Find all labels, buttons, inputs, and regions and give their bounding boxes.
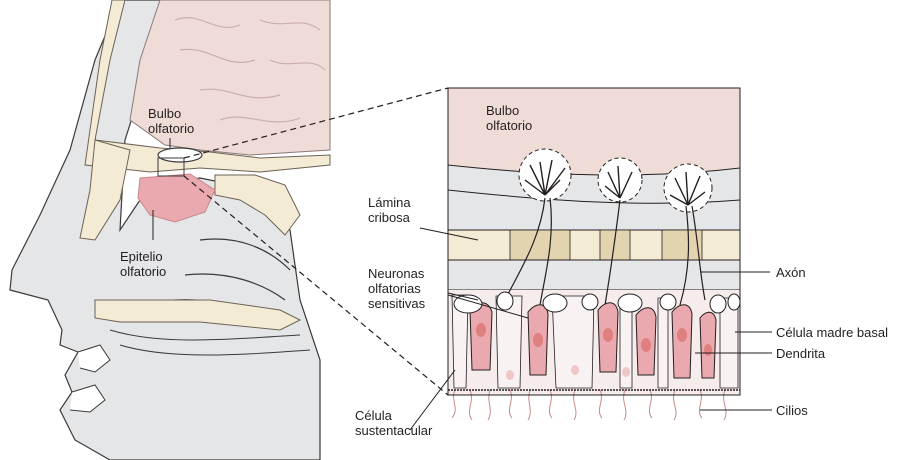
- label-axon: Axón: [776, 265, 806, 280]
- label-celula-madre-basal: Célula madre basal: [776, 325, 888, 340]
- label-bulbo-olfatorio-left: Bulbo olfatorio: [148, 106, 194, 136]
- head-section: [10, 0, 330, 460]
- label-bulbo-olfatorio-detail: Bulbo olfatorio: [486, 103, 532, 133]
- label-lamina-cribosa: Lámina cribosa: [368, 195, 411, 225]
- label-epitelio-olfatorio: Epitelio olfatorio: [120, 249, 166, 279]
- label-cilios: Cilios: [776, 403, 808, 418]
- label-neuronas-olfatorias: Neuronas olfatorias sensitivas: [368, 266, 425, 311]
- label-dendrita: Dendrita: [776, 346, 825, 361]
- magnified-view: [448, 88, 740, 420]
- label-celula-sustentacular: Célula sustentacular: [355, 408, 432, 438]
